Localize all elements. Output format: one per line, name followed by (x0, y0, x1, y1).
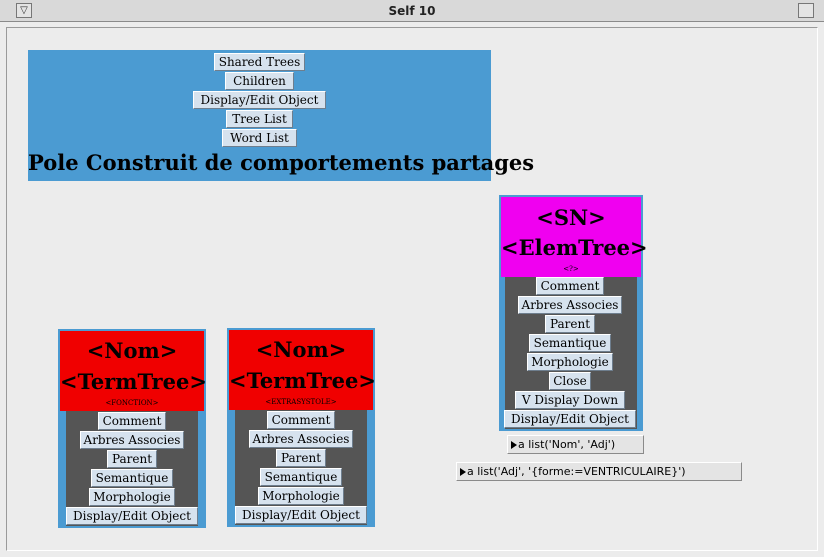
parent-button[interactable]: Parent (545, 315, 595, 333)
children-button[interactable]: Children (225, 72, 294, 90)
window-menu-button[interactable]: ▽ (16, 3, 32, 18)
window-title: Self 10 (388, 4, 436, 18)
elem-tree-header: <SN> <ElemTree> <?> (501, 197, 648, 277)
term-tree-line2: <TermTree> (229, 368, 376, 393)
down-arrow-icon: ▽ (20, 5, 28, 16)
parent-button[interactable]: Parent (276, 449, 326, 467)
word-list-button[interactable]: Word List (222, 129, 297, 147)
semantique-button[interactable]: Semantique (91, 469, 173, 487)
display-edit-object-button[interactable]: Display/Edit Object (235, 506, 367, 524)
term-tree-header: <Nom> <TermTree> <EXTRASYSTOLE> (229, 330, 376, 410)
elem-tree-line1: <SN> (536, 205, 606, 230)
list-slot-label: a list('Nom', 'Adj') (518, 438, 616, 451)
list-slot-nom-adj[interactable]: a list('Nom', 'Adj') (507, 435, 644, 454)
term-tree-outliner-extrasystole[interactable]: <Nom> <TermTree> <EXTRASYSTOLE> Comment … (227, 328, 376, 527)
canvas-frame (6, 27, 818, 551)
term-tree-outliner-fonction[interactable]: <Nom> <TermTree> <FONCTION> Comment Arbr… (58, 329, 207, 528)
list-slot-label: a list('Adj', '{forme:=VENTRICULAIRE}') (467, 465, 686, 478)
elem-tree-subtitle: <?> (563, 265, 579, 273)
pole-outliner[interactable]: Shared Trees Children Display/Edit Objec… (28, 50, 535, 181)
semantique-button[interactable]: Semantique (260, 468, 342, 486)
term-tree-subtitle: <FONCTION> (105, 399, 159, 407)
term-tree-line1: <Nom> (86, 338, 178, 363)
morphologie-button[interactable]: Morphologie (258, 487, 344, 505)
comment-button[interactable]: Comment (267, 411, 335, 429)
elem-tree-outliner[interactable]: <SN> <ElemTree> <?> Comment Arbres Assoc… (499, 195, 648, 431)
window-title-bar[interactable]: ▽ Self 10 (0, 0, 824, 22)
term-tree-line1: <Nom> (255, 337, 347, 362)
display-down-button[interactable]: V Display Down (515, 391, 625, 409)
close-button[interactable]: Close (549, 372, 591, 390)
display-edit-object-button[interactable]: Display/Edit Object (193, 91, 326, 109)
tree-list-button[interactable]: Tree List (226, 110, 293, 128)
elem-tree-line2: <ElemTree> (501, 235, 648, 260)
term-tree-slots (235, 410, 367, 525)
arbres-associes-button[interactable]: Arbres Associes (249, 430, 353, 448)
expand-triangle-icon[interactable] (460, 468, 466, 476)
display-edit-object-button[interactable]: Display/Edit Object (504, 410, 636, 428)
pole-title: Pole Construit de comportements partages (28, 150, 535, 175)
list-slot-adj-forme[interactable]: a list('Adj', '{forme:=VENTRICULAIRE}') (456, 462, 742, 481)
shared-trees-button[interactable]: Shared Trees (214, 53, 305, 71)
window-zoom-button[interactable] (798, 3, 814, 18)
comment-button[interactable]: Comment (98, 412, 166, 430)
term-tree-subtitle: <EXTRASYSTOLE> (265, 398, 337, 406)
morphologie-button[interactable]: Morphologie (527, 353, 613, 371)
arbres-associes-button[interactable]: Arbres Associes (518, 296, 622, 314)
morphologie-button[interactable]: Morphologie (89, 488, 175, 506)
parent-button[interactable]: Parent (107, 450, 157, 468)
expand-triangle-icon[interactable] (511, 441, 517, 449)
term-tree-line2: <TermTree> (60, 369, 207, 394)
term-tree-slots (66, 411, 198, 526)
comment-button[interactable]: Comment (536, 277, 604, 295)
arbres-associes-button[interactable]: Arbres Associes (80, 431, 184, 449)
display-edit-object-button[interactable]: Display/Edit Object (66, 507, 198, 525)
semantique-button[interactable]: Semantique (529, 334, 611, 352)
term-tree-header: <Nom> <TermTree> <FONCTION> (60, 331, 207, 411)
